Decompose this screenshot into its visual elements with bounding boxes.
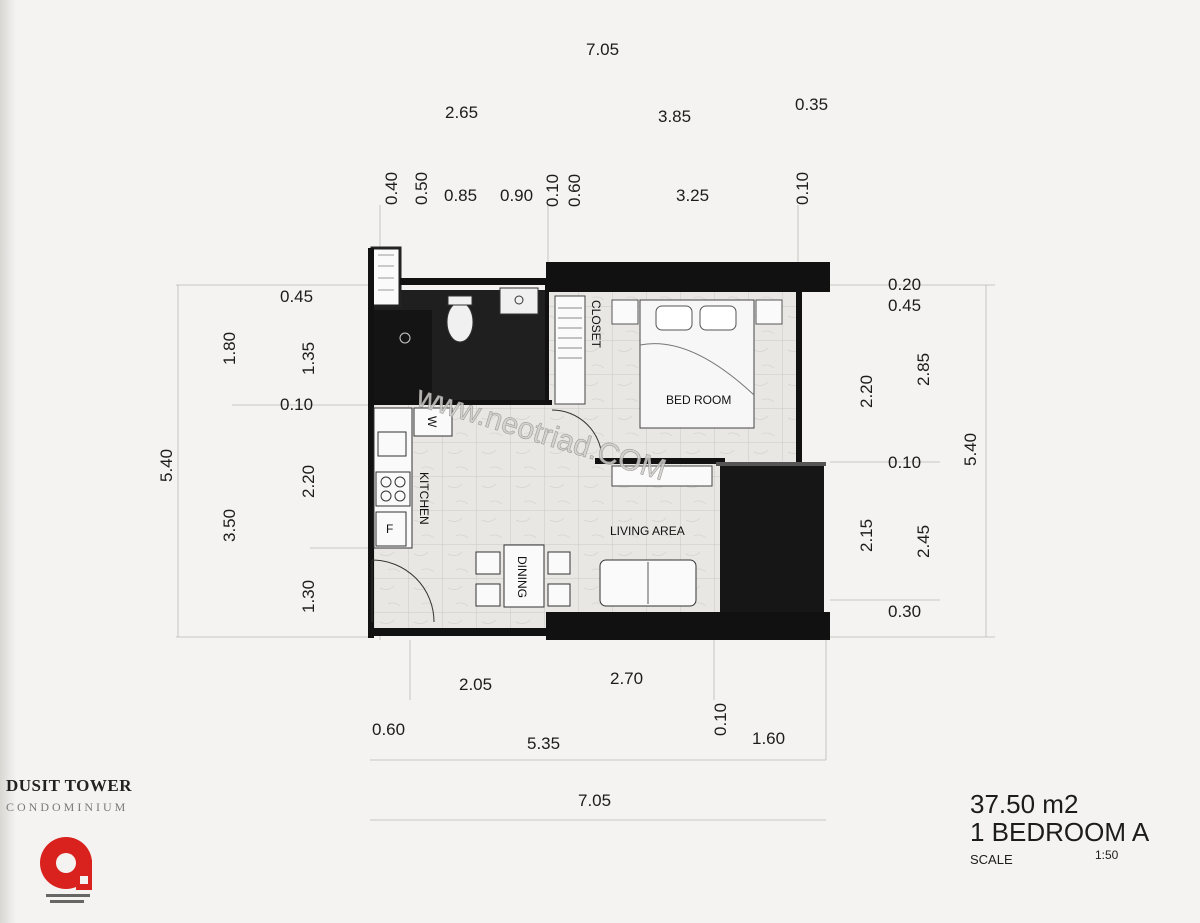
entrance-door-icon [371,559,435,623]
dim-right-a2: 0.45 [888,296,921,315]
dim-top-d3: 0.85 [444,186,477,205]
walls [368,248,830,640]
dim-bottom-f: 1.60 [752,729,785,748]
dim-top-c: 0.35 [795,95,828,114]
dim-top-total: 7.05 [586,40,619,59]
dim-right-a5: 2.15 [857,519,876,552]
project-brand: DUSIT TOWER CONDOMINIUM [6,776,132,815]
bedroom-door-icon [551,409,603,461]
pillow-right [699,305,737,331]
sink-icon [377,431,407,457]
dim-top-d5: 0.10 [543,174,562,207]
dim-right-a3: 2.20 [857,375,876,408]
dim-left-total: 5.40 [157,449,176,482]
washer-icon [413,407,453,437]
basin-drain-icon [514,295,524,305]
dim-right-b2: 2.45 [914,525,933,558]
bedroom-label: BED ROOM [666,393,731,407]
nightstand-right [755,299,783,325]
unit-info: 37.50 m2 1 BEDROOM A SCALE 1:50 [970,790,1149,867]
shower-drain-icon [399,332,411,344]
dim-top-a: 2.65 [445,103,478,122]
architect-logo [40,837,92,890]
dim-right-total: 5.40 [961,433,980,466]
unit-area: 37.50 m2 [970,789,1079,819]
dim-left-c3: 0.10 [280,395,313,414]
dim-right-a1: 0.20 [888,275,921,294]
washer-label: W [425,416,439,428]
dim-left-c4: 2.20 [299,465,318,498]
dining-label: DINING [515,556,529,598]
dim-top-b: 3.85 [658,107,691,126]
dim-bottom-a: 2.05 [459,675,492,694]
dim-bottom-b: 2.70 [610,669,643,688]
balcony-floor [720,464,824,612]
toilet-icon [446,301,474,343]
kitchen-label: KITCHEN [417,472,431,525]
dim-right-a4: 0.10 [888,453,921,472]
dim-top-d2: 0.50 [412,172,431,205]
project-subtitle: CONDOMINIUM [6,800,129,814]
dim-top-d6: 0.60 [565,174,584,207]
dim-bottom-e: 0.10 [711,703,730,736]
pillow-left [655,305,693,331]
dining-table-icon [503,544,545,608]
dim-top-d1: 0.40 [382,172,401,205]
shower-area [372,310,432,400]
dim-left-a: 1.80 [220,332,239,365]
dim-right-b1: 2.85 [914,353,933,386]
nightstand-left [611,299,639,325]
dim-top-d4: 0.90 [500,186,533,205]
cooktop-icon [375,471,411,507]
dim-left-c2: 1.35 [299,342,318,375]
closet-label: CLOSET [589,300,603,349]
balcony-rail [716,462,826,466]
dim-top-d8: 0.10 [793,172,812,205]
dim-bottom-d: 5.35 [527,734,560,753]
unit-type: 1 BEDROOM A [970,817,1150,847]
dim-bottom-total: 7.05 [578,791,611,810]
living-label: LIVING AREA [610,524,685,538]
tv-console [611,465,713,487]
scale-row: SCALE 1:50 [970,848,1140,867]
fridge-label: F [386,522,393,536]
scale-value: 1:50 [1095,848,1119,862]
dim-left-c5: 1.30 [299,580,318,613]
toilet-tank [447,295,473,306]
dim-right-a6: 0.30 [888,602,921,621]
page-edge-shadow [0,0,16,923]
service-shaft [370,246,402,308]
scale-label: SCALE [970,852,1013,867]
closet-hangers [558,307,582,359]
closet-cabinet [554,295,586,405]
project-name: DUSIT TOWER [6,776,132,795]
fridge-icon [375,511,407,547]
logo-fine-print [46,894,90,897]
dim-left-b: 3.50 [220,509,239,542]
dim-bottom-c: 0.60 [372,720,405,739]
logo-fine-print-2 [50,900,84,903]
basin-icon [499,287,539,315]
dim-top-d7: 3.25 [676,186,709,205]
dim-left-c1: 0.45 [280,287,313,306]
